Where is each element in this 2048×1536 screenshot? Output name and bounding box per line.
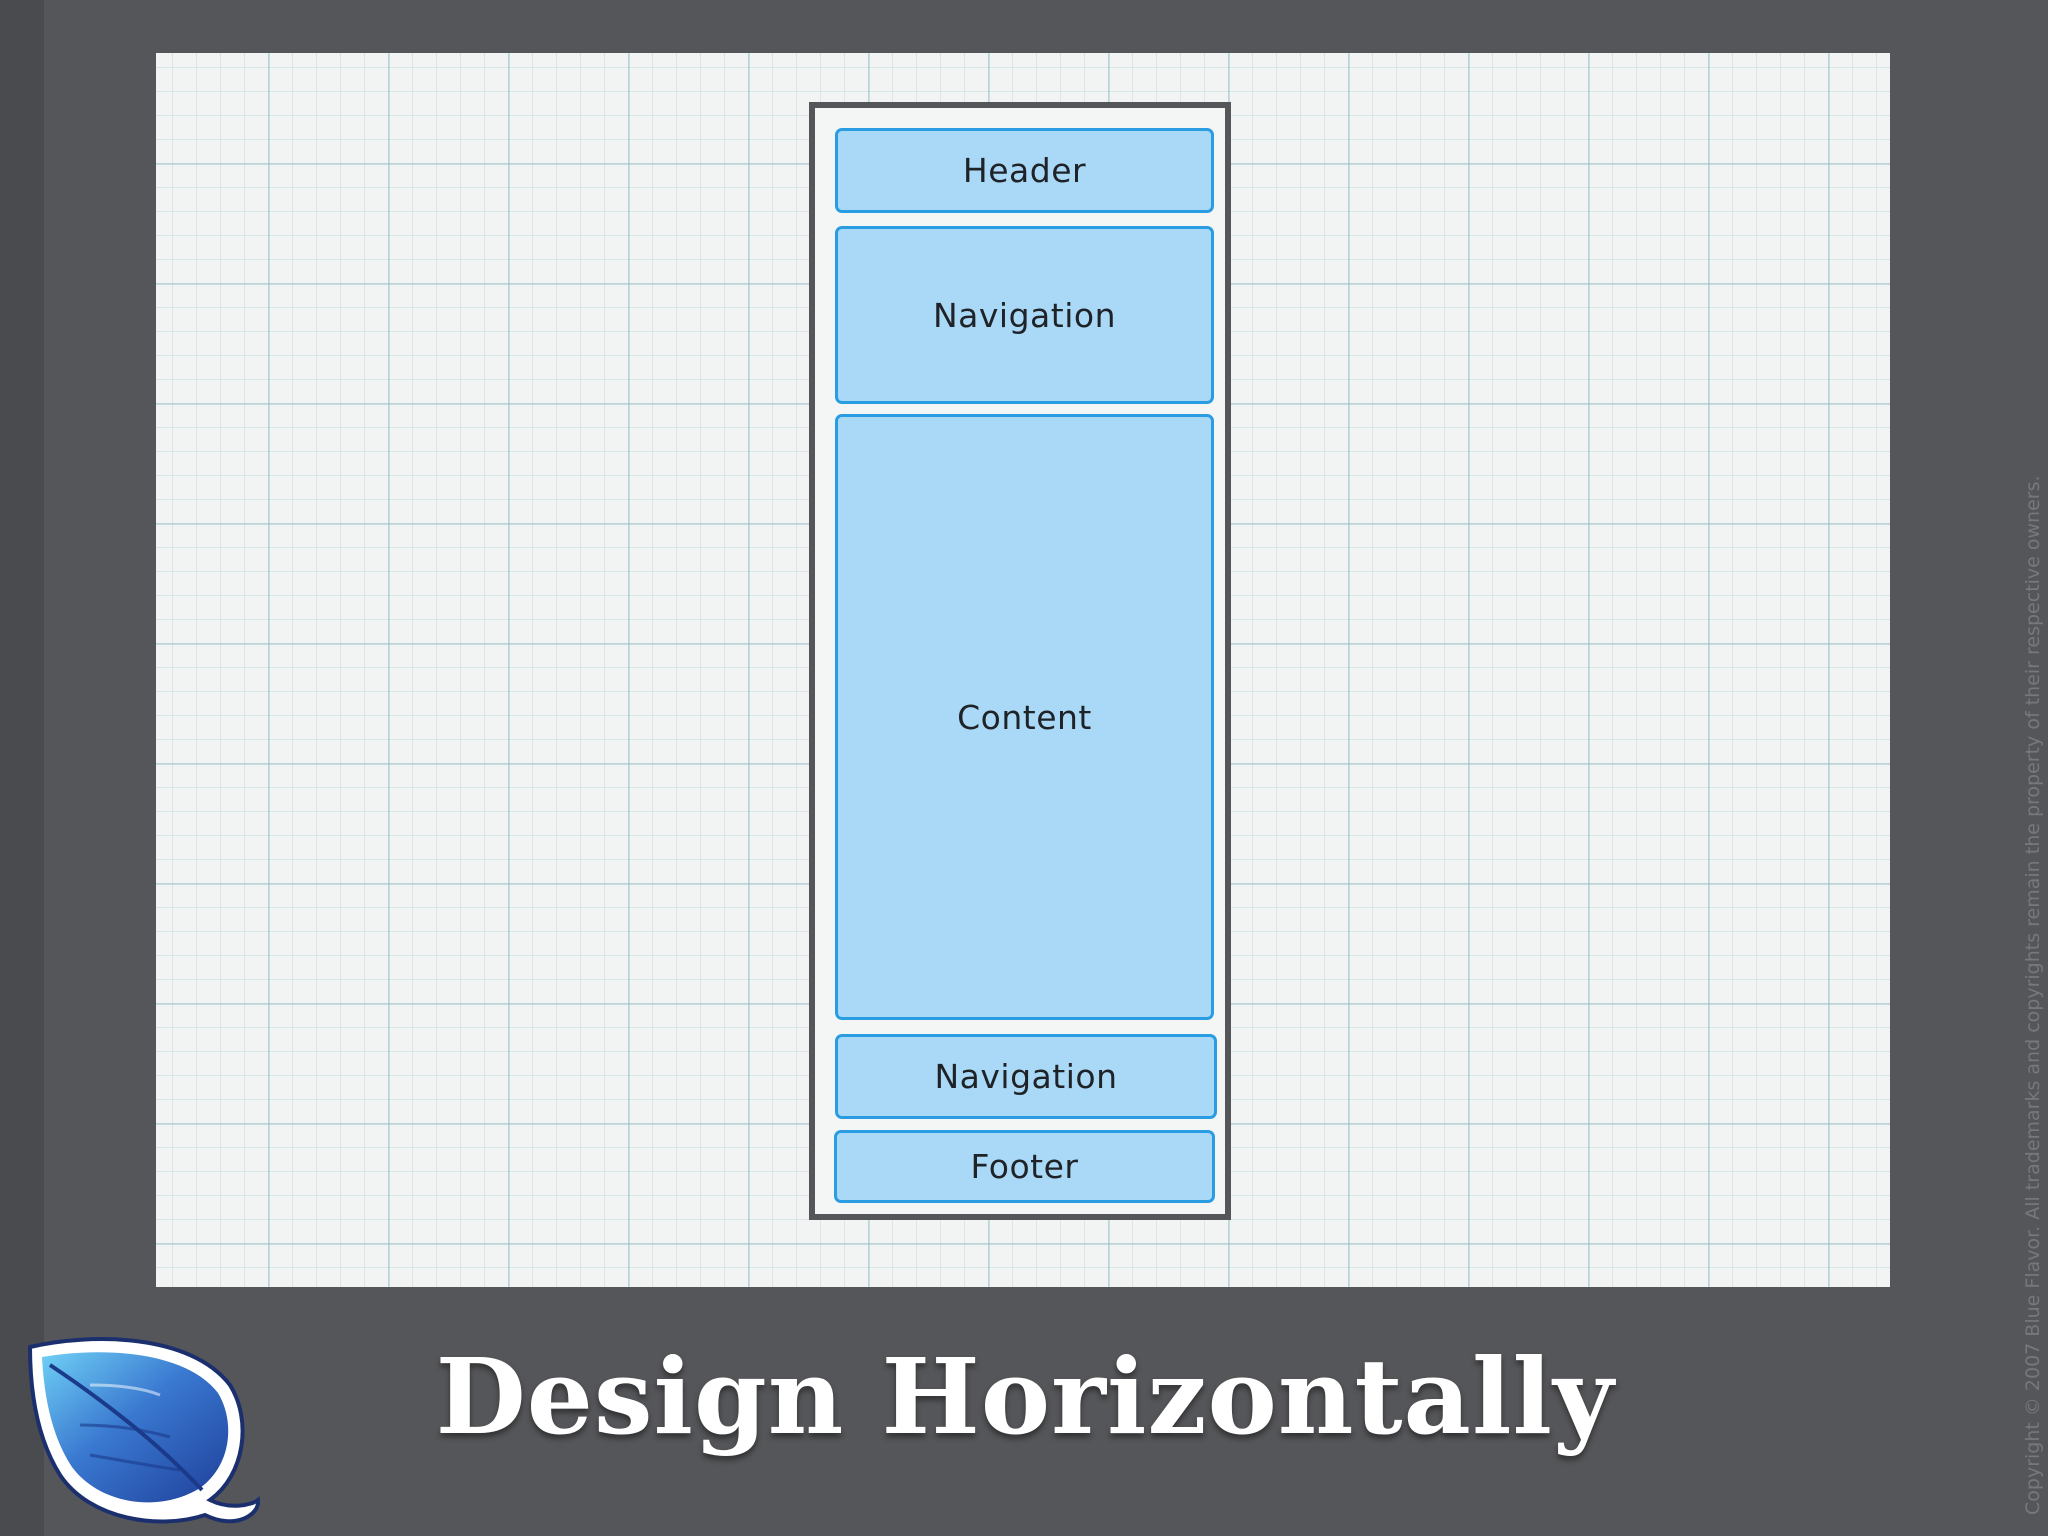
copyright-notice: Copyright © 2007 Blue Flavor. All tradem…: [2022, 475, 2044, 1515]
footer-block: Footer: [834, 1130, 1215, 1203]
content-block: Content: [835, 414, 1214, 1020]
navigation-block-top: Navigation: [835, 226, 1214, 404]
leaf-icon: [27, 1337, 260, 1524]
slide-title: Design Horizontally: [435, 1335, 1615, 1458]
navigation-block-bottom: Navigation: [835, 1034, 1217, 1119]
left-strip: [0, 0, 44, 1536]
header-block: Header: [835, 128, 1214, 213]
